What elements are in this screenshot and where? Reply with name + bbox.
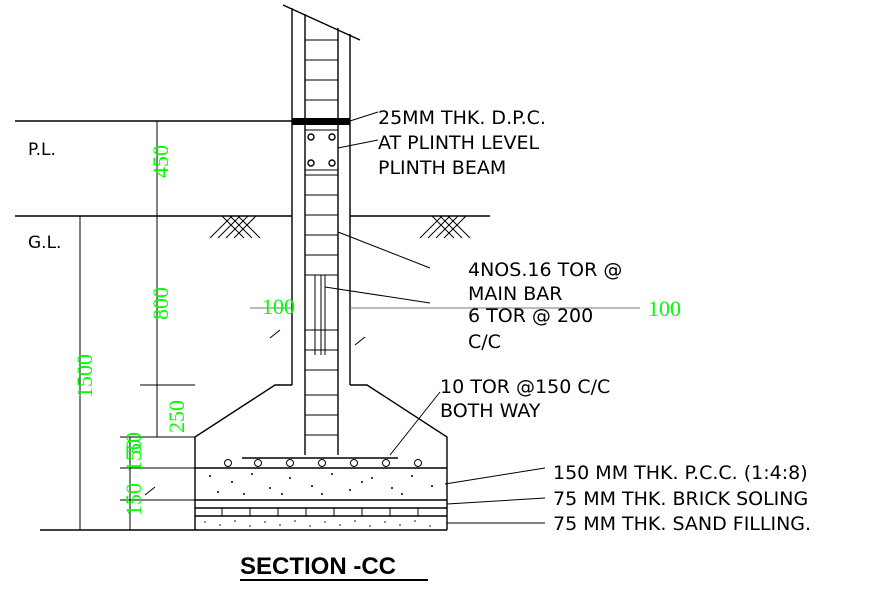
dim-800: 800 xyxy=(148,287,173,320)
note-pcc: 150 MM THK. P.C.C. (1:4:8) xyxy=(553,462,808,484)
wall-break-lines xyxy=(282,4,361,41)
earth-hatch-left xyxy=(209,215,261,239)
note-mesh-line1: 10 TOR @150 C/C xyxy=(440,376,610,398)
dim-150-lower: 150 xyxy=(121,483,146,516)
ground-level-label: G.L. xyxy=(28,233,61,253)
earth-hatch-right xyxy=(419,215,471,239)
dim-1500: 1500 xyxy=(72,354,97,398)
note-sand-filling: 75 MM THK. SAND FILLING. xyxy=(553,513,811,535)
note-plinth-beam: PLINTH BEAM xyxy=(378,157,506,179)
note-main-bar-line2: MAIN BAR xyxy=(468,283,562,305)
note-dpc-line2: AT PLINTH LEVEL xyxy=(378,132,540,154)
dim-100-left: 100 xyxy=(262,294,295,319)
section-title: SECTION -CC xyxy=(240,553,396,580)
dim-450: 450 xyxy=(148,145,173,178)
level-lines xyxy=(15,120,490,217)
dimension-lines xyxy=(79,121,640,530)
note-brick-soling: 75 MM THK. BRICK SOLING xyxy=(553,488,808,510)
wall-column xyxy=(291,8,351,455)
base-rebar xyxy=(224,457,422,467)
sand-filling xyxy=(195,520,447,531)
note-tie-line1: 6 TOR @ 200 xyxy=(468,305,593,327)
dpc-layer xyxy=(292,118,350,125)
brick-soling xyxy=(195,507,447,517)
dim-250: 250 xyxy=(164,400,189,433)
dim-100-right: 100 xyxy=(648,296,681,321)
dim-50: 50 xyxy=(121,432,146,454)
plinth-level-label: P.L. xyxy=(28,140,56,160)
plinth-beam xyxy=(304,129,339,171)
note-mesh-line2: BOTH WAY xyxy=(440,400,541,422)
leader-lines xyxy=(324,111,546,524)
pcc-layer xyxy=(195,467,447,501)
dim-150-upper: 150 xyxy=(121,439,146,472)
note-dpc-line1: 25MM THK. D.P.C. xyxy=(378,107,546,129)
note-tie-line2: C/C xyxy=(468,331,501,353)
note-main-bar-line1: 4NOS.16 TOR @ xyxy=(468,259,622,281)
